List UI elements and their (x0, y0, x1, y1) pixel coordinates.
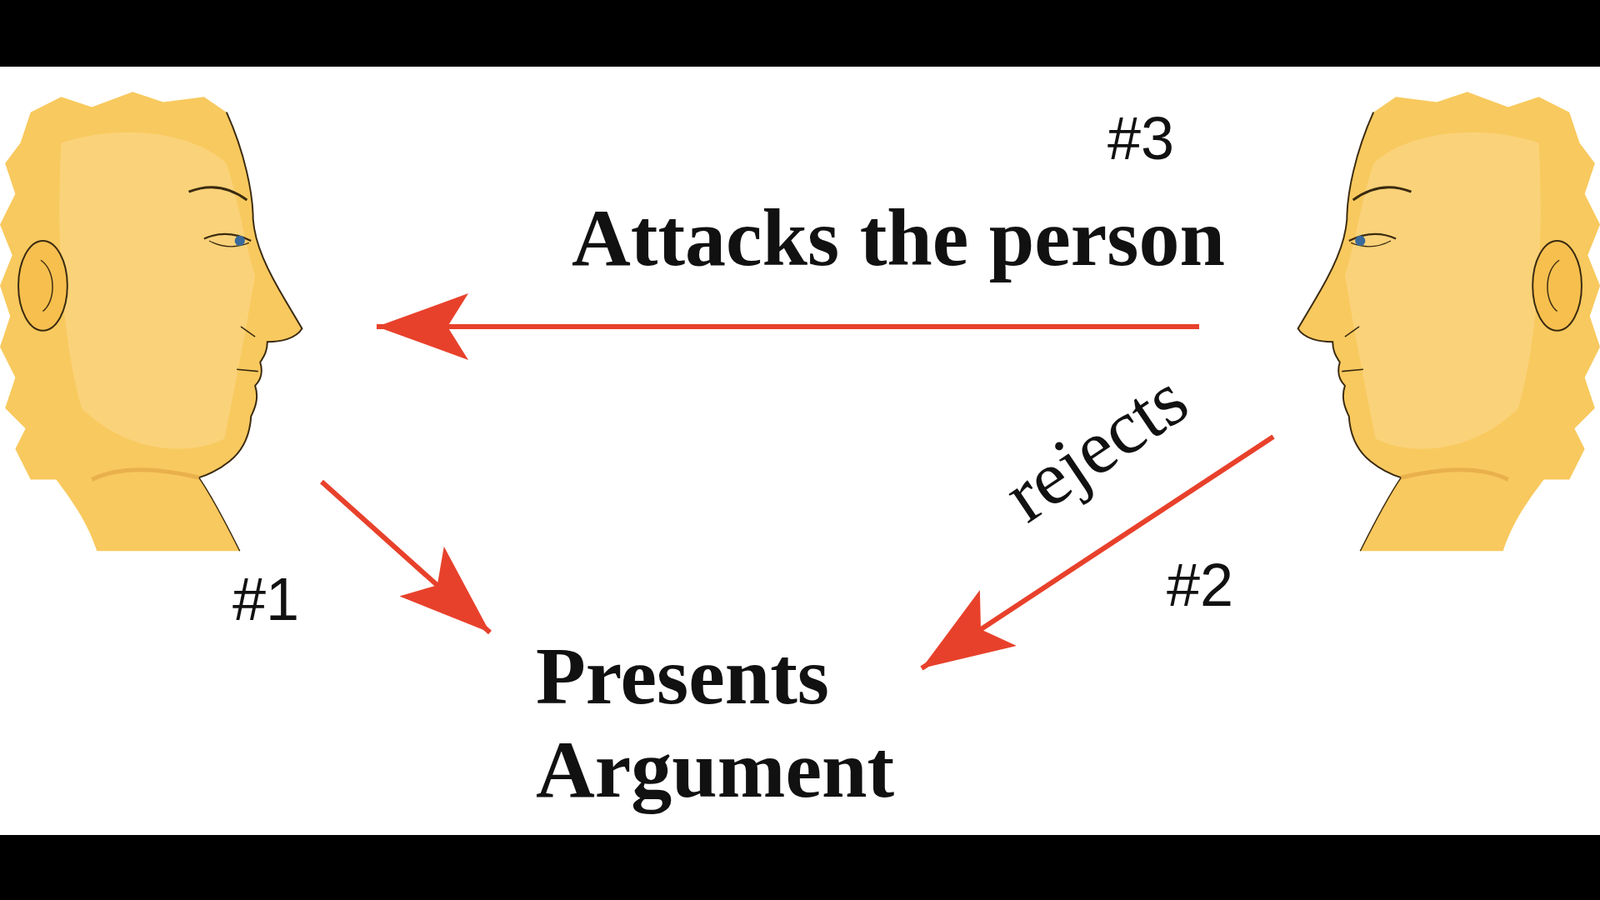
callout-number: #1 (232, 566, 300, 633)
arrow-label: rejects (989, 355, 1203, 538)
callout-number: #2 (1166, 552, 1234, 619)
right-face (1298, 91, 1600, 551)
present-arrow (321, 481, 490, 633)
arrow-label: Attacks the person (571, 193, 1225, 284)
left-face (0, 91, 302, 551)
attack-arrow (376, 324, 1200, 330)
callout-number: #3 (1107, 105, 1175, 172)
argument-label: Presents Argument (535, 629, 920, 816)
bottom-bar (0, 835, 1600, 900)
top-bar (0, 0, 1600, 67)
